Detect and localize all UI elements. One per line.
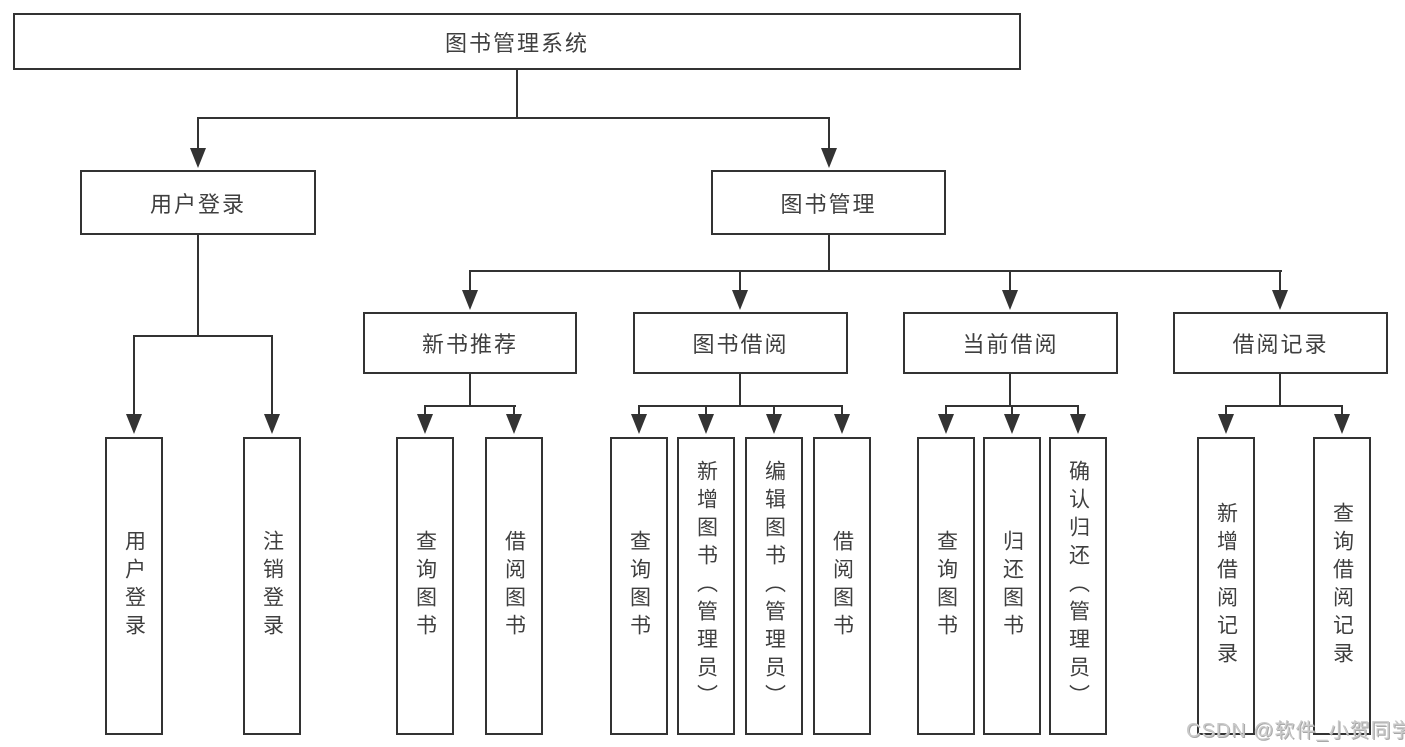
node-label: 查询图书 xyxy=(934,530,958,642)
connector-new-book-stub xyxy=(469,374,471,406)
node-label: 用户登录 xyxy=(149,191,246,217)
connector-user-login-rail xyxy=(133,335,273,337)
node-label: 查询图书 xyxy=(627,530,651,642)
node-label: 编辑图书（管理员） xyxy=(762,460,786,712)
connector-level3-rail xyxy=(469,270,1282,272)
node-label: 归还图书 xyxy=(1000,530,1024,642)
node-label: 图书管理 xyxy=(780,191,877,217)
leaf-add-books-admin: 新增图书（管理员） xyxy=(677,437,735,735)
arrow-to-book-management xyxy=(828,118,830,148)
arrow-leaf xyxy=(945,406,947,414)
node-system-root: 图书管理系统 xyxy=(13,13,1021,70)
leaf-user-login: 用户登录 xyxy=(105,437,163,735)
arrow-leaf xyxy=(1225,406,1227,414)
node-label: 新书推荐 xyxy=(421,332,518,357)
connector-level1-rail xyxy=(197,117,830,119)
arrow-leaf xyxy=(513,406,515,414)
leaf-query-borrow-record: 查询借阅记录 xyxy=(1313,437,1371,735)
node-label: 确认归还（管理员） xyxy=(1066,460,1090,712)
node-current-borrow: 当前借阅 xyxy=(903,312,1118,374)
node-label: 新增图书（管理员） xyxy=(694,460,718,712)
arrow-leaf xyxy=(841,406,843,414)
node-new-book-recommend: 新书推荐 xyxy=(363,312,577,374)
leaf-return-books: 归还图书 xyxy=(983,437,1041,735)
node-label: 借阅记录 xyxy=(1232,332,1329,357)
leaf-query-books-current: 查询图书 xyxy=(917,437,975,735)
node-label: 当前借阅 xyxy=(962,332,1059,357)
connector-book-mgmt-stub xyxy=(828,235,830,272)
arrow-to-user-login xyxy=(197,118,199,148)
node-label: 借阅图书 xyxy=(830,530,854,642)
leaf-borrow-books-recommend: 借阅图书 xyxy=(485,437,543,735)
node-label: 图书借阅 xyxy=(692,332,789,357)
node-label: 查询图书 xyxy=(413,530,437,642)
arrow-leaf xyxy=(1011,406,1013,414)
connector-book-borrow-rail xyxy=(638,405,843,407)
node-label: 借阅图书 xyxy=(502,530,526,642)
arrow-to-new-book-recommend xyxy=(469,271,471,290)
connector-root-stub xyxy=(516,70,518,118)
node-borrow-record: 借阅记录 xyxy=(1173,312,1388,374)
arrow-leaf xyxy=(424,406,426,414)
leaf-logout-login: 注销登录 xyxy=(243,437,301,735)
arrow-to-borrow-record xyxy=(1279,271,1281,290)
arrow-to-book-borrow xyxy=(739,271,741,290)
arrow-leaf xyxy=(705,406,707,414)
leaf-confirm-return-admin: 确认归还（管理员） xyxy=(1049,437,1107,735)
connector-new-book-rail xyxy=(424,405,516,407)
node-book-borrow: 图书借阅 xyxy=(633,312,848,374)
leaf-borrow-books: 借阅图书 xyxy=(813,437,871,735)
leaf-query-books-borrow: 查询图书 xyxy=(610,437,668,735)
node-label: 图书管理系统 xyxy=(444,30,589,56)
node-label: 查询借阅记录 xyxy=(1330,502,1354,670)
arrow-leaf xyxy=(1077,406,1079,414)
node-label: 新增借阅记录 xyxy=(1214,502,1238,670)
arrow-leaf xyxy=(638,406,640,414)
node-label: 注销登录 xyxy=(260,530,284,642)
arrow-leaf xyxy=(773,406,775,414)
connector-book-borrow-stub xyxy=(739,374,741,406)
csdn-watermark: CSDN @软件_小贺同学 xyxy=(1186,720,1405,742)
connector-borrow-record-stub xyxy=(1279,374,1281,406)
leaf-add-borrow-record: 新增借阅记录 xyxy=(1197,437,1255,735)
node-user-login-group: 用户登录 xyxy=(80,170,316,235)
node-book-management-group: 图书管理 xyxy=(711,170,946,235)
connector-user-login-stub xyxy=(197,235,199,336)
arrow-to-current-borrow xyxy=(1009,271,1011,290)
node-label: 用户登录 xyxy=(122,530,146,642)
arrow-to-leaf-user-login xyxy=(133,336,135,414)
leaf-query-books-recommend: 查询图书 xyxy=(396,437,454,735)
connector-borrow-record-rail xyxy=(1225,405,1343,407)
arrow-to-leaf-logout xyxy=(271,336,273,414)
leaf-edit-books-admin: 编辑图书（管理员） xyxy=(745,437,803,735)
arrow-leaf xyxy=(1341,406,1343,414)
connector-current-borrow-stub xyxy=(1009,374,1011,406)
